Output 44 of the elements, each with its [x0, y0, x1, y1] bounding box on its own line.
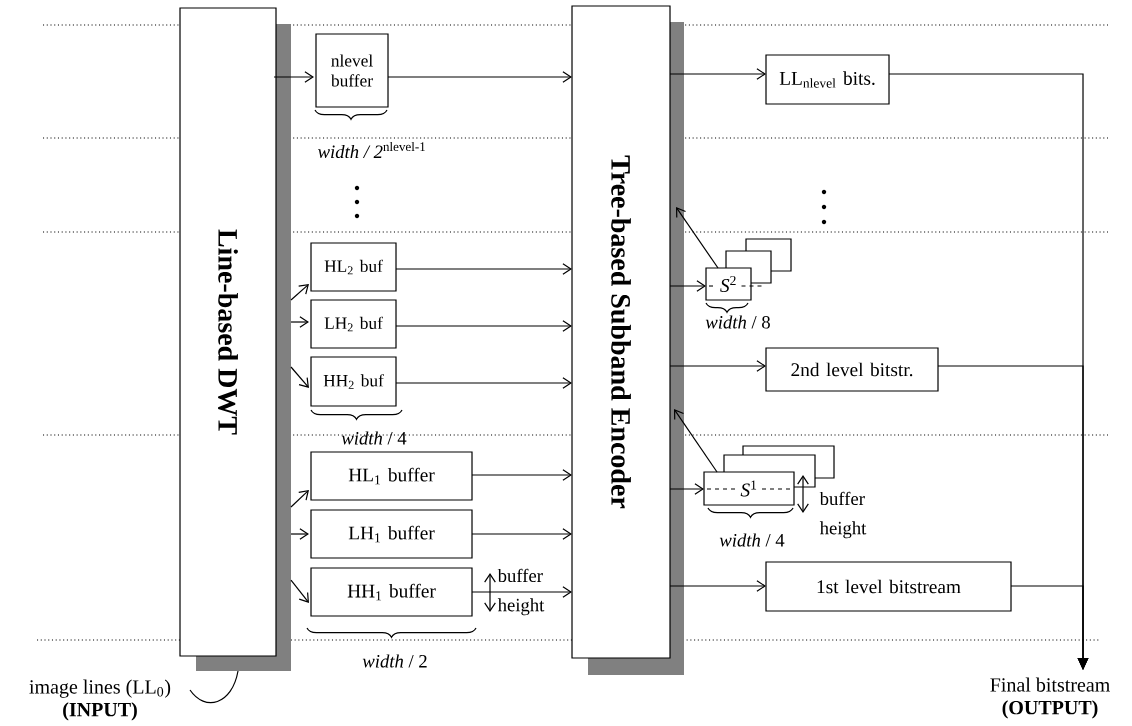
- arrow: [290, 284, 309, 301]
- arrow: [669, 360, 766, 372]
- arrow: [669, 483, 704, 495]
- dimension-label: width / 4: [719, 533, 785, 547]
- arrow: [395, 377, 572, 389]
- buffer-box: LH$_{1}$ buffer: [310, 509, 473, 559]
- arrow: [1010, 585, 1089, 670]
- arrow: [471, 528, 572, 540]
- arrow: [471, 586, 572, 598]
- arrow: [669, 280, 706, 292]
- arrow: [676, 207, 719, 269]
- process-box: Tree-based Subband Encoder: [571, 5, 684, 675]
- dimension-label: buffer height: [497, 568, 545, 616]
- buffer-box: nlevel buffer: [315, 33, 389, 108]
- process-box: Line-based DWT: [179, 7, 291, 671]
- arrow: [290, 490, 309, 508]
- buffer-box: HL$_{2}$ buf: [310, 242, 397, 292]
- output-label: Final bitstream (OUTPUT): [990, 677, 1110, 719]
- arrow: [290, 316, 309, 328]
- arrow: [290, 579, 309, 603]
- dimension-label: width / 4: [341, 431, 407, 445]
- buffer-box: HL$_{1}$ buffer: [310, 451, 473, 501]
- arrow: [290, 528, 309, 540]
- dimension-label: width / 8: [705, 315, 770, 329]
- arrow: [669, 580, 766, 592]
- output-box: 2nd level bitstr.: [765, 347, 939, 392]
- arrow: [395, 320, 572, 332]
- input-label: image lines (LL$_{0}$) (INPUT): [29, 679, 171, 721]
- buffer-box: HH$_{1}$ buffer: [310, 567, 473, 617]
- arrow: [669, 68, 766, 80]
- arrow: [290, 366, 309, 388]
- output-box: LL$_{nlevel}$ bits.: [765, 54, 890, 105]
- buffer-box: HH$_{2}$ buf: [310, 356, 397, 407]
- arrow: [395, 263, 572, 275]
- arrow: [273, 71, 314, 83]
- arrow: [387, 71, 572, 83]
- connector-line: [189, 670, 239, 704]
- dimension-label: width / 2: [362, 654, 427, 668]
- buffer-stack: S$^{2}$: [705, 238, 792, 301]
- output-box: 1st level bitstream: [765, 561, 1012, 612]
- dimension-label: width / 2$^{nlevel-1}$: [318, 141, 425, 159]
- arrow: [471, 469, 572, 481]
- buffer-box: LH$_{2}$ buf: [310, 299, 397, 349]
- arrow: [674, 409, 718, 473]
